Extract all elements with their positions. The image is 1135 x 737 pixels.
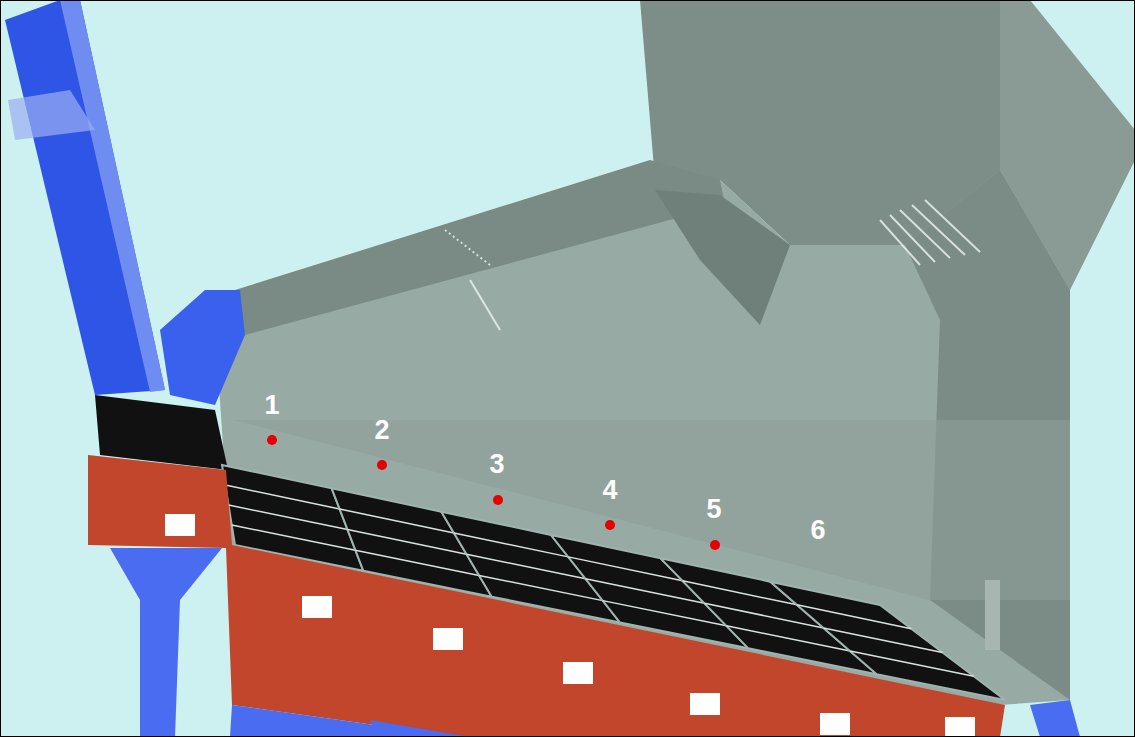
grate-bar: [340, 509, 454, 533]
roof-nose: [655, 190, 790, 325]
roof-beam: [235, 160, 725, 335]
grate-bar: [824, 628, 943, 653]
grate-frame: [88, 455, 1005, 737]
zone-dot: [267, 435, 277, 445]
air-jets: [445, 200, 980, 330]
hoppers: [110, 548, 1080, 737]
zone-dot: [377, 460, 387, 470]
callout-number: 1: [264, 392, 279, 419]
frame-plates: [165, 514, 975, 737]
grate-bar: [348, 530, 467, 555]
feed-chute: [5, 0, 165, 395]
grate-bar: [232, 525, 356, 550]
zone-dot: [493, 495, 503, 505]
grate-bar: [229, 505, 348, 530]
chute-gate: [8, 90, 95, 140]
chute-side: [60, 0, 165, 392]
callout-number: 5: [706, 496, 721, 523]
grate-bar: [467, 554, 586, 579]
grate-bar: [797, 605, 911, 629]
grate-bar: [850, 651, 974, 676]
callout-number: 3: [489, 451, 504, 478]
zone-markers: [267, 435, 720, 550]
zone-dot: [710, 540, 720, 550]
inspection-door: [985, 580, 1000, 650]
grate-bar: [225, 485, 339, 509]
callout-number: 2: [374, 417, 389, 444]
zone-dot: [605, 520, 615, 530]
feed-throat: [160, 290, 245, 405]
grate-bar: [355, 550, 479, 575]
callout-number: 6: [810, 517, 825, 544]
grate-bar: [479, 575, 603, 600]
callout-number: 4: [602, 477, 617, 504]
